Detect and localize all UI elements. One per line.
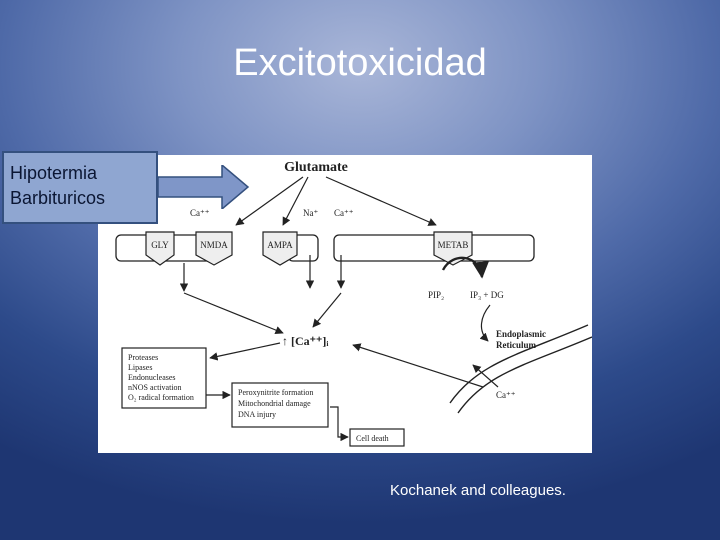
- er-label-line1: Endoplasmic: [496, 329, 546, 339]
- block-arrow-icon: [158, 165, 250, 209]
- glutamate-arrow-left: [235, 176, 304, 226]
- damage-item: Mitochondrial damage: [238, 399, 311, 408]
- ampa-to-ca-arrow: [312, 292, 342, 328]
- note-line-barbiturates: Barbituricos: [10, 188, 106, 208]
- receptor-nmda-label: NMDA: [200, 240, 228, 250]
- ion-ca-er: Ca⁺⁺: [496, 390, 516, 400]
- metab-curve-arrow: [441, 256, 489, 279]
- ion-ca-mid: Ca⁺⁺: [334, 208, 354, 218]
- note-line-hypothermia: Hipotermia: [10, 163, 98, 183]
- damage-box: [231, 382, 329, 428]
- ca-to-enzymes-arrow: [209, 342, 281, 361]
- er-membrane-inner: [457, 336, 592, 414]
- receptor-nmda: NMDA: [195, 231, 233, 266]
- enzyme-item: Endonucleases: [128, 373, 176, 382]
- ca-er-to-membrane-arrow: [472, 364, 499, 388]
- pip2-label: PIP₂: [428, 290, 444, 300]
- damage-item: DNA injury: [238, 410, 276, 419]
- ip3-dg-label: IP₃ + DG: [470, 290, 504, 300]
- glutamate-label: Glutamate: [284, 160, 348, 175]
- er-to-ca-arrow: [352, 343, 484, 388]
- glutamate-arrow-right: [325, 176, 437, 226]
- receptor-ampa-label: AMPA: [267, 240, 293, 250]
- cell-death-box: [349, 428, 405, 447]
- receptor-gly: GLY: [145, 231, 175, 266]
- enzyme-item: nNOS activation: [128, 383, 182, 392]
- treatment-note-box: Hipotermia Barbituricos: [2, 151, 158, 224]
- er-membrane: [449, 324, 589, 404]
- er-label-line2: Reticulum: [496, 340, 536, 350]
- calcium-increase-label: ↑ [Ca⁺⁺]ᵢ: [282, 334, 328, 348]
- enzyme-item: Proteases: [128, 353, 158, 362]
- ip3-to-er-arrow: [479, 304, 491, 342]
- ion-ca-left: Ca⁺⁺: [190, 208, 210, 218]
- attribution-caption: Kochanek and colleagues.: [390, 482, 566, 499]
- receptor-gly-label: GLY: [151, 240, 169, 250]
- cell-death-label: Cell death: [356, 434, 389, 443]
- enzyme-item: Lipases: [128, 363, 152, 372]
- damage-to-death-arrow: [330, 406, 349, 442]
- receptor-metab-label: METAB: [438, 240, 469, 250]
- receptor-ampa: AMPA: [262, 231, 298, 266]
- damage-item: Peroxynitrite formation: [238, 388, 313, 397]
- glutamate-arrow-ampa: [282, 176, 309, 226]
- excitotoxicity-figure: Glutamate Ca⁺⁺ Na⁺ Ca⁺⁺ GLY NMDA AMPA: [98, 155, 592, 453]
- enzyme-item: O₂ radical formation: [128, 393, 194, 402]
- enzymes-box: [121, 347, 207, 409]
- ion-na: Na⁺: [303, 208, 318, 218]
- nmda-to-ca-arrow: [183, 292, 284, 335]
- slide-title: Excitotoxicidad: [233, 42, 487, 84]
